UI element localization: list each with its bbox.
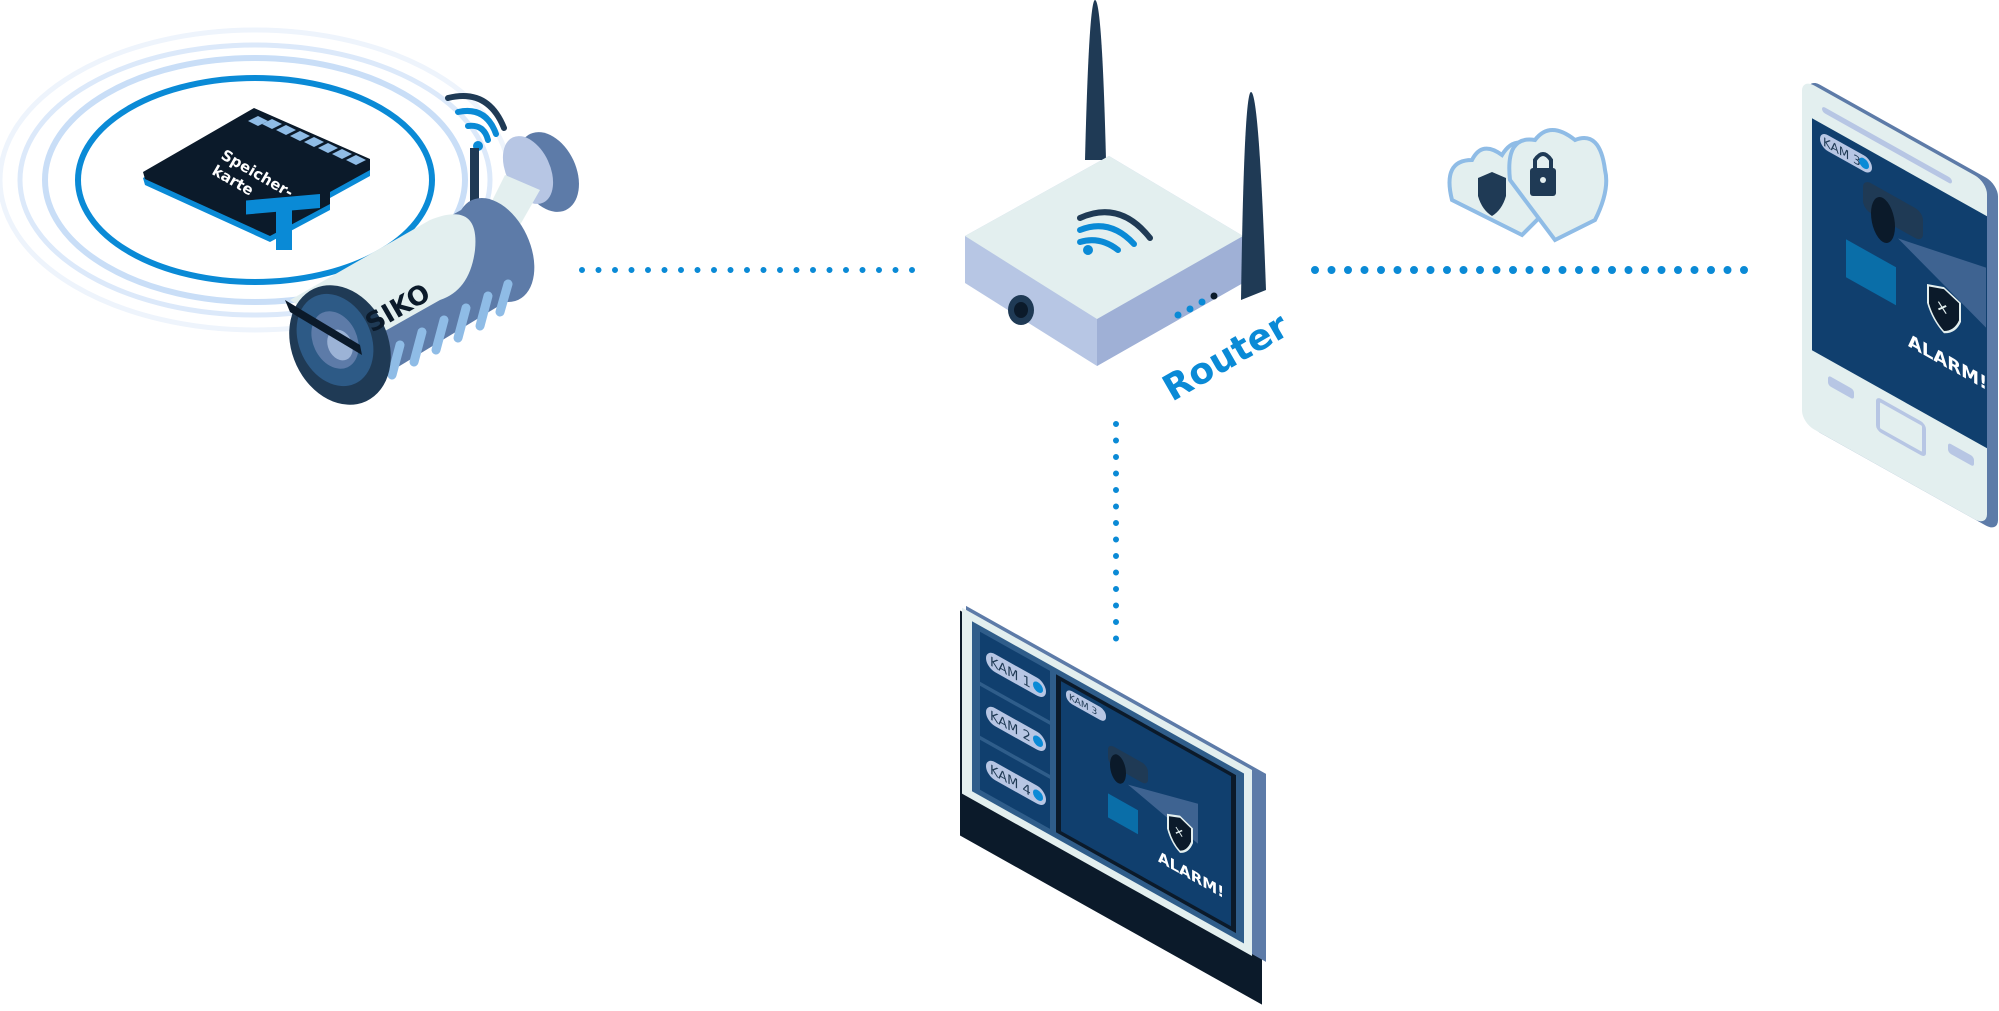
- alarm-shield-icon: [1167, 813, 1193, 853]
- memory-card-icon: Speicher- karte: [143, 108, 370, 242]
- signal-rings: [0, 27, 513, 333]
- lock-icon: [1530, 152, 1556, 196]
- alarm-shield-icon: [1927, 283, 1961, 334]
- monitor: KAM 1 KAM 2 KAM 4 KAM 3 ✕ ALA: [960, 605, 1266, 1005]
- cloud-icon: [1447, 128, 1609, 243]
- wifi-icon: [1077, 209, 1153, 255]
- svg-text:✕: ✕: [1936, 296, 1949, 321]
- home-button[interactable]: [1876, 398, 1926, 457]
- intruder-figure: [1871, 196, 1895, 244]
- nav-button-right[interactable]: [1948, 442, 1974, 467]
- camera-list: KAM 1 KAM 2 KAM 4: [980, 631, 1050, 829]
- security-camera: SIKO: [285, 93, 579, 405]
- plus-icon: [246, 194, 320, 250]
- router: Router: [965, 0, 1296, 410]
- intruder-figure: [1110, 754, 1126, 784]
- svg-text:✕: ✕: [1174, 823, 1184, 843]
- connection-lines: [579, 266, 1764, 653]
- router-label: Router: [1156, 305, 1296, 409]
- camera-feed: KAM 3 ✕ ALARM!: [1056, 674, 1236, 934]
- smartphone: KAM 3 ✕ ALARM!: [1802, 82, 1998, 528]
- shield-icon: [1478, 172, 1506, 216]
- nav-button-left[interactable]: [1828, 375, 1854, 400]
